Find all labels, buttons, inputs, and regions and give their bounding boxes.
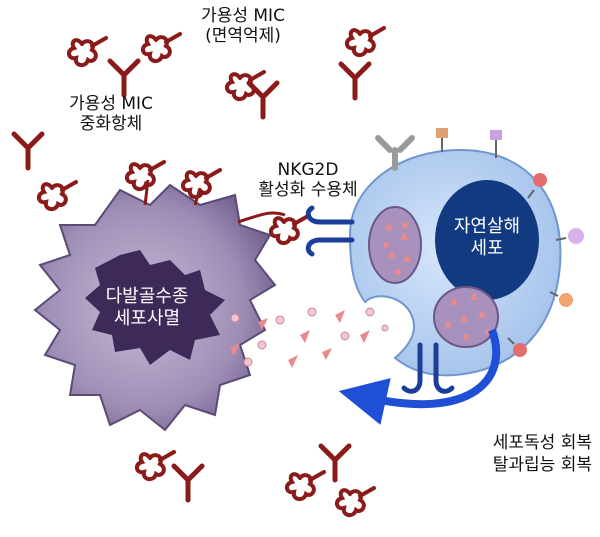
nkg2d-line2: 활성화 수용체	[258, 180, 358, 200]
membrane-mic-group	[124, 160, 310, 246]
recovery-line1: 세포독성 회복	[492, 433, 592, 453]
granule-top	[368, 206, 422, 284]
nk-nucleus	[435, 180, 539, 300]
nkg2d-line1: NKG2D	[277, 160, 339, 180]
recovery-line2: 탈과립능 회복	[492, 455, 592, 475]
soluble-mic-line1: 가용성 MIC	[201, 6, 285, 26]
nk-surface-receptors	[375, 128, 584, 357]
myeloma-line1: 다발골수종	[105, 286, 189, 307]
soluble-mic-label: 가용성 MIC (면역억제)	[178, 6, 308, 46]
neutralizing-line1: 가용성 MIC	[69, 94, 153, 114]
nkg2d-free	[401, 342, 455, 394]
neutralizing-antibody-label: 가용성 MIC 중화항체	[46, 94, 176, 134]
nkg2d-receptor	[305, 205, 355, 257]
myeloma-label: 다발골수종 세포사멸	[82, 286, 212, 330]
recovery-label: 세포독성 회복 탈과립능 회복	[410, 432, 592, 476]
nk-cell-label: 자연살해 세포	[436, 216, 538, 260]
granule-bottom	[433, 286, 499, 348]
myeloma-line2: 세포사멸	[113, 308, 181, 329]
nkg2d-label: NKG2D 활성화 수용체	[238, 160, 378, 200]
neutralizing-line2: 중화항체	[79, 114, 143, 134]
nk-cell-line1: 자연살해	[453, 216, 521, 237]
soluble-mic-line2: (면역억제)	[205, 26, 281, 46]
released-particles	[230, 307, 389, 368]
myeloma-nucleus	[85, 250, 225, 365]
recovery-arrow	[338, 328, 501, 425]
nk-cell-line2: 세포	[470, 238, 504, 259]
